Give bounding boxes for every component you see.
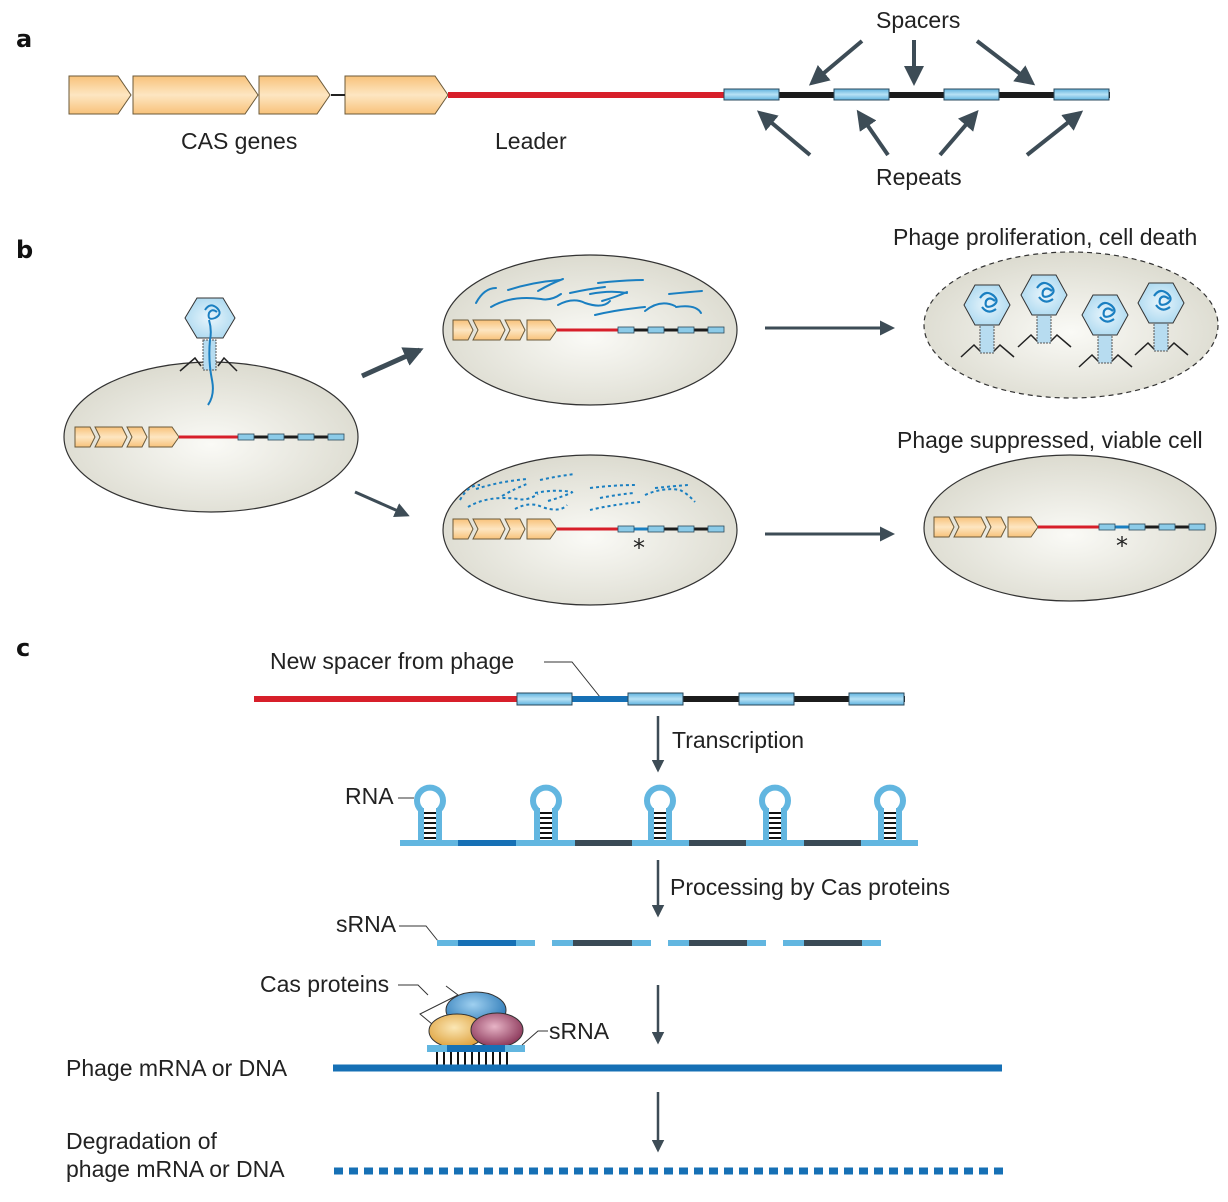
new-spacer-asterisk: * [633, 534, 645, 562]
cell-crispr-locus-with-new-spacer [452, 518, 725, 540]
cas-gene-1 [68, 75, 132, 115]
degraded-dna-fragments [459, 473, 696, 511]
panel-c: c New spacer from phage Transcription RN… [16, 634, 1003, 1182]
new-spacer-leader-line [544, 661, 601, 698]
new-spacer-asterisk: * [1116, 532, 1128, 560]
arrow-icon [938, 109, 979, 157]
repeat-boxes [723, 88, 1110, 101]
cas-gene-2 [132, 75, 259, 115]
new-spacer-label: New spacer from phage [270, 648, 514, 674]
repeat-box [738, 692, 795, 706]
rna-hairpin [414, 784, 446, 843]
cas-genes [68, 75, 449, 115]
degradation-label-line1: Degradation of [66, 1128, 217, 1154]
leader-label: Leader [495, 128, 567, 154]
phage-icon [1017, 274, 1072, 348]
repeat-box [943, 88, 1000, 101]
arrow-icon [756, 110, 812, 157]
cell-body-dashed [923, 251, 1219, 399]
cas-protein-purple [470, 1012, 524, 1048]
cas-proteins-label: Cas proteins [260, 971, 389, 997]
repeat-pointer-arrows [756, 109, 1084, 157]
phage-dna [204, 304, 221, 406]
cell-lysed [923, 251, 1219, 399]
phage-target-label: Phage mRNA or DNA [66, 1055, 288, 1081]
cell-crispr-locus [452, 319, 725, 341]
cas-proteins-bracket [419, 985, 459, 1025]
cas-genes-label: CAS genes [181, 128, 297, 154]
infected-cell [63, 297, 359, 513]
cell-crispr-locus [74, 426, 345, 448]
panel-b: b [16, 224, 1219, 606]
cell-phage-replicating [442, 254, 738, 406]
repeats-label: Repeats [876, 164, 962, 190]
spacers-label: Spacers [876, 7, 960, 33]
arrow-icon [808, 39, 864, 86]
repeat-box [848, 692, 905, 706]
outcome-death-label: Phage proliferation, cell death [893, 224, 1197, 250]
pre-crrna [400, 784, 918, 846]
cas-gene-3 [258, 75, 331, 115]
repeat-box [723, 88, 780, 101]
repeat-box [627, 692, 684, 706]
rna-hairpin [759, 784, 791, 843]
arrow-icon [1025, 110, 1084, 157]
processing-label: Processing by Cas proteins [670, 874, 950, 900]
branch-arrow-down-icon [354, 490, 410, 518]
cell-crispr-locus-with-new-spacer [933, 516, 1206, 538]
phage-injecting [179, 297, 238, 406]
cas-gene-4 [344, 75, 449, 115]
panel-a: a CAS genes Leader Spacers Repeats [16, 7, 1110, 190]
branch-arrow-up-icon [360, 347, 424, 379]
cell-viable: * [923, 454, 1217, 602]
panel-a-label: a [16, 25, 32, 53]
arrow-icon [975, 39, 1036, 86]
arrow-icon [856, 109, 890, 157]
phage-icon [1078, 294, 1133, 368]
repeat-box [1053, 88, 1110, 101]
base-pairs [436, 1052, 508, 1065]
panel-b-label: b [16, 236, 33, 264]
phage-icon [960, 284, 1015, 358]
srna-bound-label: sRNA [549, 1018, 610, 1044]
rna-hairpin [874, 784, 906, 843]
degradation-label-line2: phage mRNA or DNA [66, 1156, 285, 1182]
outcome-viable-label: Phage suppressed, viable cell [897, 427, 1203, 453]
cas-protein-complex [427, 991, 525, 1065]
repeat-box [833, 88, 890, 101]
transcription-label: Transcription [672, 727, 804, 753]
phage-icon [1134, 282, 1189, 356]
rna-hairpin [644, 784, 676, 843]
phage-dna-strands [475, 278, 703, 316]
srna-label: sRNA [336, 911, 397, 937]
spacer-pointer-arrows [808, 39, 1036, 86]
panel-c-label: c [16, 634, 30, 662]
repeat-box [516, 692, 573, 706]
cell-phage-degraded: * [442, 454, 738, 606]
rna-hairpin [530, 784, 562, 843]
rna-label: RNA [345, 783, 394, 809]
